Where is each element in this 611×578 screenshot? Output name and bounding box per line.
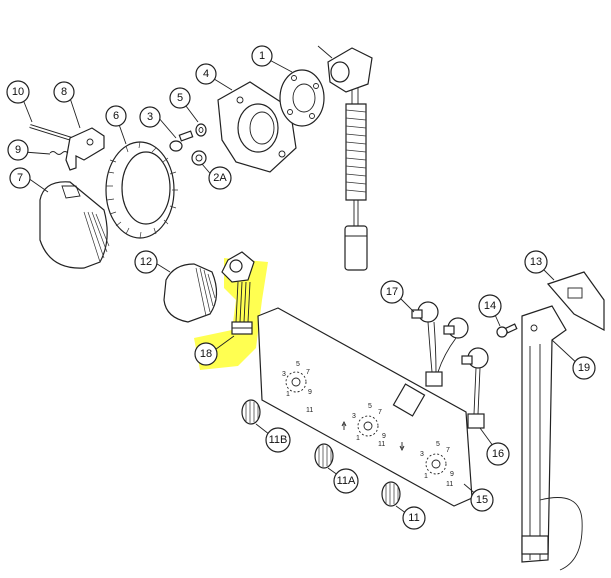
dial-right-label-1: 1 (424, 473, 428, 480)
dial-center-label-7: 7 (378, 409, 382, 416)
callout-5-label: 5 (177, 92, 183, 104)
dial-left-label-5: 5 (296, 361, 300, 368)
dial-center: 3 5 7 9 11 1 (341, 403, 386, 448)
callout-11b: 11B (265, 427, 291, 453)
callout-4-label: 4 (203, 68, 209, 80)
callout-17-label: 17 (386, 286, 398, 298)
part-17-switch-assembly (411, 301, 469, 387)
dial-right-label-9: 9 (450, 471, 454, 478)
part-15-control-panel (257, 307, 473, 507)
callout-7-label: 7 (17, 172, 23, 184)
dial-right-label-3: 3 (420, 451, 424, 458)
callout-17: 17 (380, 280, 404, 304)
callout-11a-label: 11A (337, 475, 356, 487)
dial-right: 3 5 7 9 11 1 (399, 441, 454, 488)
dial-left-label-1: 1 (286, 391, 290, 398)
dial-left-label-11: 11 (306, 407, 313, 414)
callout-10: 10 (6, 80, 30, 104)
callout-8-label: 8 (61, 86, 67, 98)
callout-11: 11 (402, 506, 426, 530)
dial-center-label-1: 1 (356, 435, 360, 442)
callout-3-label: 3 (147, 111, 153, 123)
callout-10-label: 10 (12, 86, 24, 98)
callout-14-label: 14 (484, 300, 496, 312)
part-14-screw (496, 323, 518, 338)
callout-16: 16 (486, 442, 510, 466)
part-11a-knob (314, 443, 334, 469)
part-8-bracket (65, 127, 105, 171)
callout-5: 5 (169, 87, 191, 109)
dial-center-label-11: 11 (378, 441, 385, 448)
dial-right-label-5: 5 (436, 441, 440, 448)
part-16-switch (461, 347, 489, 429)
part-7-knob-housing (39, 181, 110, 269)
part-18-switch-harness (221, 251, 255, 335)
callout-11b-label: 11B (269, 434, 288, 446)
callout-2a-label: 2A (213, 172, 227, 184)
sensor-assembly (327, 47, 373, 271)
callout-13: 13 (524, 250, 548, 274)
part-3-screw (169, 130, 194, 152)
part-9-spring (49, 151, 69, 155)
part-6-ribbed-ring (105, 141, 178, 239)
callout-8: 8 (53, 81, 75, 103)
callout-3: 3 (139, 106, 161, 128)
dial-right-label-7: 7 (446, 447, 450, 454)
part-11b-knob (241, 399, 261, 425)
callout-18-label: 18 (200, 348, 212, 360)
callout-7: 7 (9, 167, 31, 189)
callout-15: 15 (470, 488, 494, 512)
callout-12-label: 12 (140, 256, 152, 268)
callout-6: 6 (105, 105, 127, 127)
callout-18: 18 (194, 342, 218, 366)
part-11-knob (381, 481, 401, 507)
dial-right-label-11: 11 (446, 481, 453, 488)
callout-2a: 2A (208, 166, 232, 190)
callout-13-label: 13 (530, 256, 542, 268)
dial-center-label-3: 3 (352, 413, 356, 420)
dial-center-label-5: 5 (368, 403, 372, 410)
callout-11a: 11A (333, 468, 359, 494)
callout-12: 12 (134, 250, 158, 274)
callout-9-label: 9 (15, 144, 21, 156)
dial-left-label-9: 9 (308, 389, 312, 396)
callout-6-label: 6 (113, 110, 119, 122)
callout-1: 1 (251, 45, 273, 67)
callout-19: 19 (572, 356, 596, 380)
part-4-mounting-plate (217, 81, 297, 173)
callout-14: 14 (478, 294, 502, 318)
part-12-knob (163, 263, 218, 323)
callout-19-label: 19 (578, 362, 590, 374)
dial-left-label-7: 7 (306, 369, 310, 376)
callout-16-label: 16 (492, 448, 504, 460)
dial-left: 3 5 7 9 11 1 (282, 361, 313, 414)
part-5-washer (195, 123, 207, 137)
callout-1-label: 1 (259, 50, 265, 62)
part-19-frame-harness (521, 305, 583, 571)
part-13-bracket (546, 271, 605, 331)
dial-center-label-9: 9 (382, 433, 386, 440)
part-1-ring-plate (279, 69, 325, 127)
callout-9: 9 (7, 139, 29, 161)
part-2a-bushing (191, 150, 207, 166)
callout-4: 4 (195, 63, 217, 85)
callout-11-label: 11 (408, 512, 419, 524)
callout-15-label: 15 (476, 494, 488, 506)
dial-left-label-3: 3 (282, 371, 286, 378)
